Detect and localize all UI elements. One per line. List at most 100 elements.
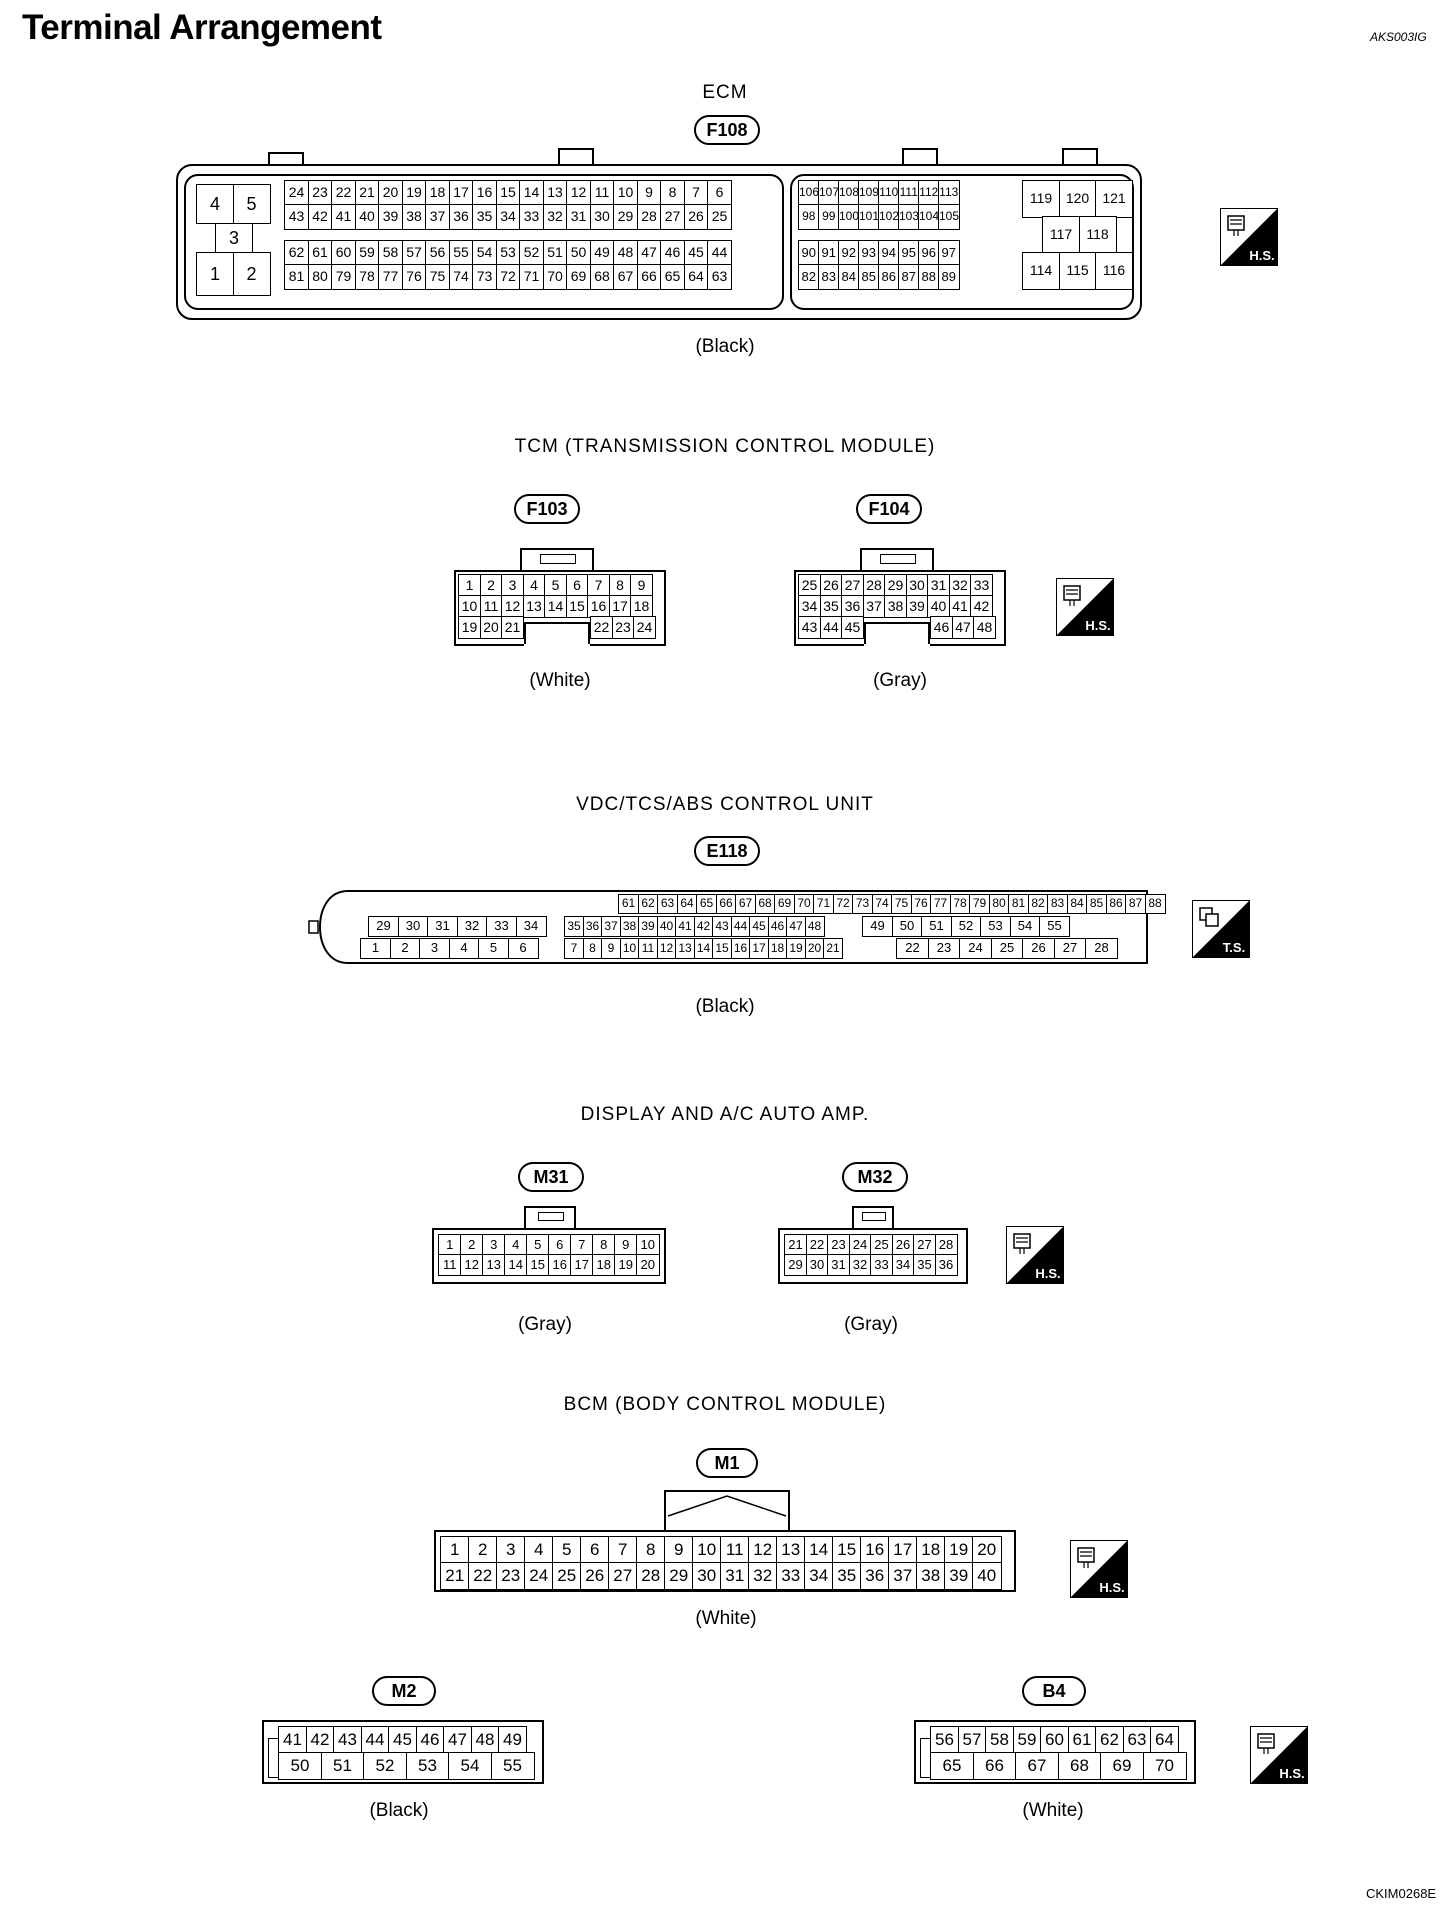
pin: 47 [443,1726,472,1754]
pin: 30 [397,916,429,937]
hs-label: H.S. [1085,618,1110,633]
m1-connector-tag: M1 [696,1448,758,1478]
pin: 8 [660,180,685,206]
pin: 79 [969,894,990,914]
pin: 85 [858,264,880,290]
display-heading: DISPLAY AND A/C AUTO AMP. [580,1104,870,1125]
pin: 26 [891,1234,915,1256]
pin: 28 [1085,938,1118,959]
ecm-connector-tag: F108 [694,115,760,145]
pin: 79 [331,264,356,290]
pin: 46 [415,1726,445,1754]
pin: 7 [587,574,610,597]
pin: 39 [944,1562,974,1590]
pin: 119 [1022,180,1060,218]
pin: 64 [676,894,698,914]
pin: 68 [589,264,615,290]
pin: 11 [720,1536,750,1564]
pin: 40 [927,595,950,618]
pin: 20 [479,616,503,639]
pin: 69 [774,894,795,914]
pin: 15 [526,1254,550,1276]
pin: 8 [592,1234,616,1256]
pin: 28 [862,574,886,597]
connector-latch [664,1490,790,1532]
pin: 44 [819,616,843,639]
pin: 17 [749,938,769,959]
m2-connector-tag: M2 [372,1676,436,1706]
pin: 65 [930,1752,974,1780]
hs-badge: H.S. [1070,1540,1128,1603]
pin: 65 [696,894,717,914]
m1-housing-color: (White) [695,1608,757,1629]
pin: 116 [1095,252,1133,290]
pin: 21 [823,938,843,959]
pin: 26 [1022,938,1055,959]
pin: 8 [582,938,603,959]
pin: 31 [827,1254,850,1276]
pin: 87 [1125,894,1146,914]
pin: 18 [630,595,653,618]
pin: 39 [378,204,403,230]
pin: 115 [1058,252,1097,290]
pin: 55 [1039,916,1070,937]
pin: 62 [1095,1726,1124,1754]
pin: 6 [565,574,589,597]
pin: 84 [838,264,860,290]
pin: 11 [638,938,658,959]
pin: 16 [548,1254,572,1276]
vdc-housing-color: (Black) [695,996,755,1017]
pin: 24 [959,938,992,959]
pin: 7 [683,180,709,206]
pin: 32 [948,574,972,597]
pin: 92 [838,240,860,266]
pin: 48 [470,1726,500,1754]
pin: 74 [448,264,474,290]
pin: 60 [331,240,356,266]
pin: 108 [838,180,860,206]
pin: 74 [871,894,893,914]
f103-housing-color: (White) [529,670,591,691]
pin: 18 [767,938,788,959]
pin: 8 [608,574,632,597]
pin: 54 [448,1752,492,1780]
pin: 67 [735,894,756,914]
pin: 5 [478,938,509,959]
pin: 30 [589,204,615,230]
notch-gap [864,644,930,648]
pin: 59 [354,240,380,266]
pin: 35 [472,204,497,230]
pin: 52 [950,916,982,937]
pin: 109 [858,180,880,206]
pin: 113 [938,180,960,206]
pin: 111 [898,180,920,206]
pin: 71 [519,264,544,290]
pin: 46 [930,616,953,639]
pin: 52 [363,1752,407,1780]
pin: 20 [636,1254,660,1276]
pin: 28 [934,1234,958,1256]
pin: 107 [818,180,840,206]
pin: 63 [657,894,678,914]
pin: 105 [938,204,960,230]
pin: 27 [660,204,685,230]
pin: 31 [427,916,458,937]
pin: 99 [818,204,840,230]
pin: 12 [656,938,677,959]
pin: 55 [490,1752,535,1780]
latch-window [540,554,576,564]
pin: 51 [921,916,952,937]
pin: 9 [601,938,621,959]
